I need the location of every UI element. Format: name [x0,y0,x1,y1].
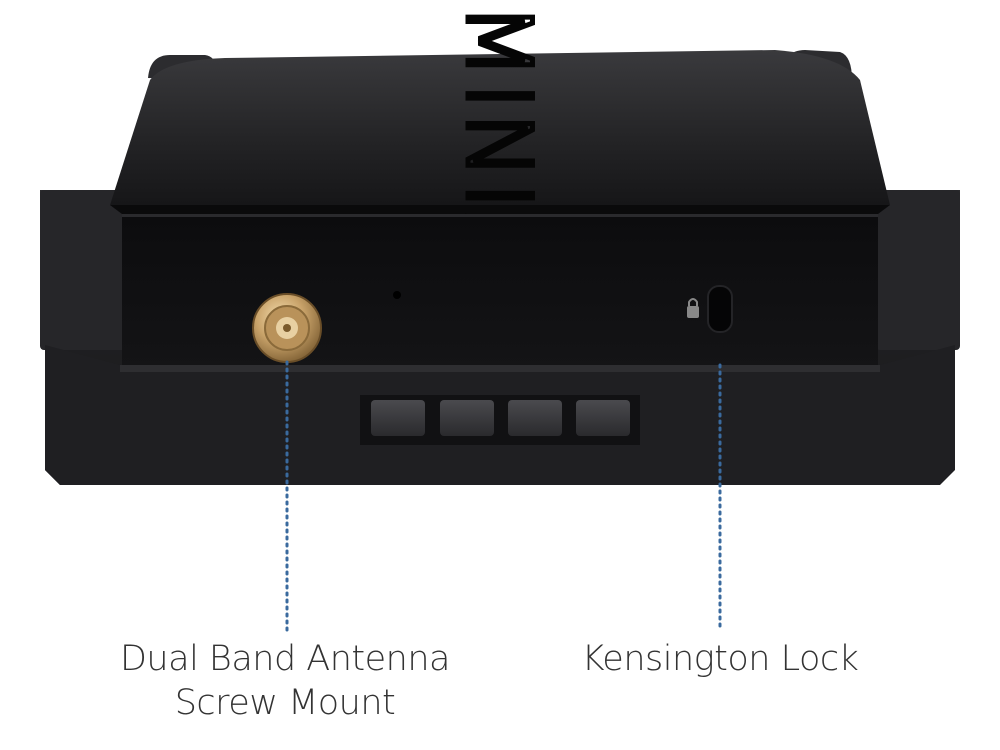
vent-2 [440,400,494,436]
antenna-label-line2: Screw Mount [174,683,396,723]
vent-4 [576,400,630,436]
kensington-callout-label: Kensington Lock [560,637,880,681]
vent-3 [508,400,562,436]
front-panel [122,214,878,372]
indicator-hole-icon [393,291,401,299]
antenna-label-line1: Dual Band Antenna [119,639,451,679]
vent-1 [371,400,425,436]
front-vents [360,395,640,445]
kensington-label-line1: Kensington Lock [581,639,859,679]
device-top [110,50,890,214]
lock-glyph-icon [687,298,699,318]
kensington-slot-icon [707,285,733,333]
antenna-callout-label: Dual Band Antenna Screw Mount [80,637,490,725]
antenna-connector-icon [252,293,322,363]
